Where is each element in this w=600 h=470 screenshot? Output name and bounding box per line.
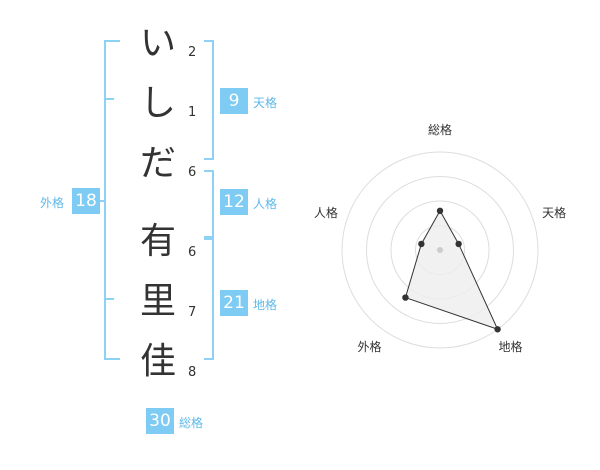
gaikaku-bracket-bottom <box>104 358 120 360</box>
chikaku-bracket-bottom <box>204 358 214 360</box>
char-3: だ <box>139 143 176 184</box>
gaikaku-label: 外格 <box>40 196 65 210</box>
radar-point-2 <box>455 240 462 248</box>
stroke-count-5: 7 <box>188 305 197 320</box>
gaikaku-bracket-top <box>104 40 120 42</box>
stroke-count-1: 2 <box>188 45 197 60</box>
radar-point-3 <box>494 326 501 333</box>
radar-points <box>402 207 501 333</box>
chikaku-bracket <box>212 238 214 360</box>
radar-ring-3 <box>366 176 514 324</box>
char-6: 佳 <box>139 341 176 382</box>
chikaku-label: 地格 <box>253 298 278 312</box>
tenkaku-label: 天格 <box>253 96 278 110</box>
radar-axis-label-3: 地格 <box>499 339 523 354</box>
stroke-count-4: 6 <box>188 245 197 260</box>
gaikaku-bracket-mid-1 <box>104 98 114 100</box>
radar-center-dot <box>437 247 443 253</box>
jinkaku-label: 人格 <box>253 197 278 211</box>
jinkaku-bracket-top <box>204 170 214 172</box>
tenkaku-bracket-top <box>204 40 214 42</box>
radar-axis-label-5: 人格 <box>314 205 338 220</box>
radar-ring-4 <box>341 151 539 349</box>
soukaku-value-box: 30 <box>146 408 174 434</box>
radar-axis-label-2: 天格 <box>542 205 566 220</box>
char-1: い <box>139 23 176 64</box>
tenkaku-value-box: 9 <box>220 88 248 114</box>
stroke-count-6: 8 <box>188 365 197 380</box>
stroke-count-2: 1 <box>188 105 197 120</box>
tenkaku-bracket <box>212 40 214 160</box>
radar-axis-label-4: 外格 <box>357 339 381 354</box>
radar-point-4 <box>402 294 409 301</box>
gaikaku-value-box: 18 <box>72 188 100 214</box>
gaikaku-bracket-mid-2 <box>104 298 114 300</box>
char-4: 有 <box>139 221 176 262</box>
chikaku-bracket-top <box>204 238 214 240</box>
chikaku-value-box: 21 <box>220 290 248 316</box>
jinkaku-value-box: 12 <box>220 189 248 215</box>
stroke-count-3: 6 <box>188 165 197 180</box>
radar-polygon <box>404 209 499 331</box>
jinkaku-bracket-bottom <box>204 236 214 238</box>
radar-point-1 <box>436 207 444 214</box>
soukaku-label: 総格 <box>179 416 204 430</box>
char-2: し <box>139 83 176 124</box>
tenkaku-bracket-bottom <box>204 158 214 160</box>
gaikaku-bracket-connector <box>98 200 106 202</box>
jinkaku-bracket <box>212 170 214 238</box>
char-5: 里 <box>139 281 176 322</box>
radar-axis-label-1: 総格 <box>428 122 452 137</box>
radar-point-5 <box>418 240 425 248</box>
